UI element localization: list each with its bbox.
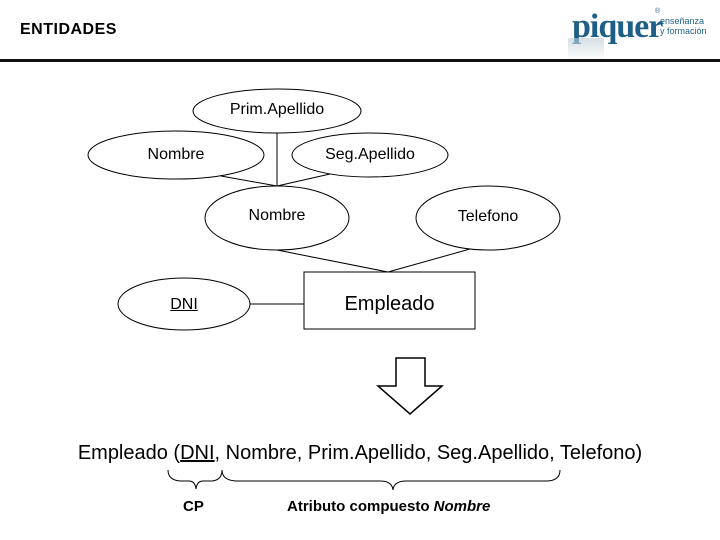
brace-cp	[167, 469, 223, 490]
entity-box-empleado	[303, 271, 476, 330]
ellipse-nombre-inner	[87, 130, 265, 180]
logo-registered-mark: ®	[655, 8, 661, 15]
attr-nombre-inner: Nombre	[147, 146, 205, 163]
schema-attributes: , Nombre, Prim.Apellido, Seg.Apellido, T…	[214, 442, 643, 464]
connector-nombre-left	[220, 175, 278, 187]
attr-telefono: Telefono	[457, 208, 519, 225]
attr-dni-key: DNI	[170, 296, 198, 313]
connector-nombre-entity	[276, 249, 389, 273]
piquer-logo: piquer ® enseñanza y formación	[560, 2, 720, 64]
compuesto-name: Nombre	[433, 498, 491, 515]
ellipse-telefono	[415, 185, 561, 251]
connector-telefono-entity	[387, 248, 471, 273]
relational-schema: Empleado (DNI, Nombre, Prim.Apellido, Se…	[0, 442, 720, 465]
connector-seg-apellido	[276, 173, 331, 187]
schema-open: (	[167, 442, 181, 464]
entity-empleado: Empleado	[344, 293, 435, 315]
schema-primary-key: DNI	[180, 442, 215, 464]
slide-title: ENTIDADES	[20, 21, 117, 38]
attr-prim-apellido: Prim.Apellido	[229, 101, 325, 118]
ellipse-seg-apellido	[291, 132, 449, 178]
logo-tagline-2: y formación	[660, 26, 707, 36]
down-arrow-icon	[376, 357, 444, 415]
schema-entity: Empleado	[77, 442, 168, 464]
compuesto-prefix: Atributo compuesto	[287, 498, 434, 515]
cp-label: CP	[183, 498, 204, 515]
logo-reflection	[568, 38, 604, 60]
logo-tagline-1: enseñanza	[660, 16, 705, 26]
attr-nombre-composite: Nombre	[248, 207, 306, 224]
attr-seg-apellido: Seg.Apellido	[325, 146, 415, 163]
brace-compuesto	[221, 469, 561, 491]
title-rule	[0, 59, 720, 62]
compuesto-label: Atributo compuesto Nombre	[287, 498, 490, 515]
